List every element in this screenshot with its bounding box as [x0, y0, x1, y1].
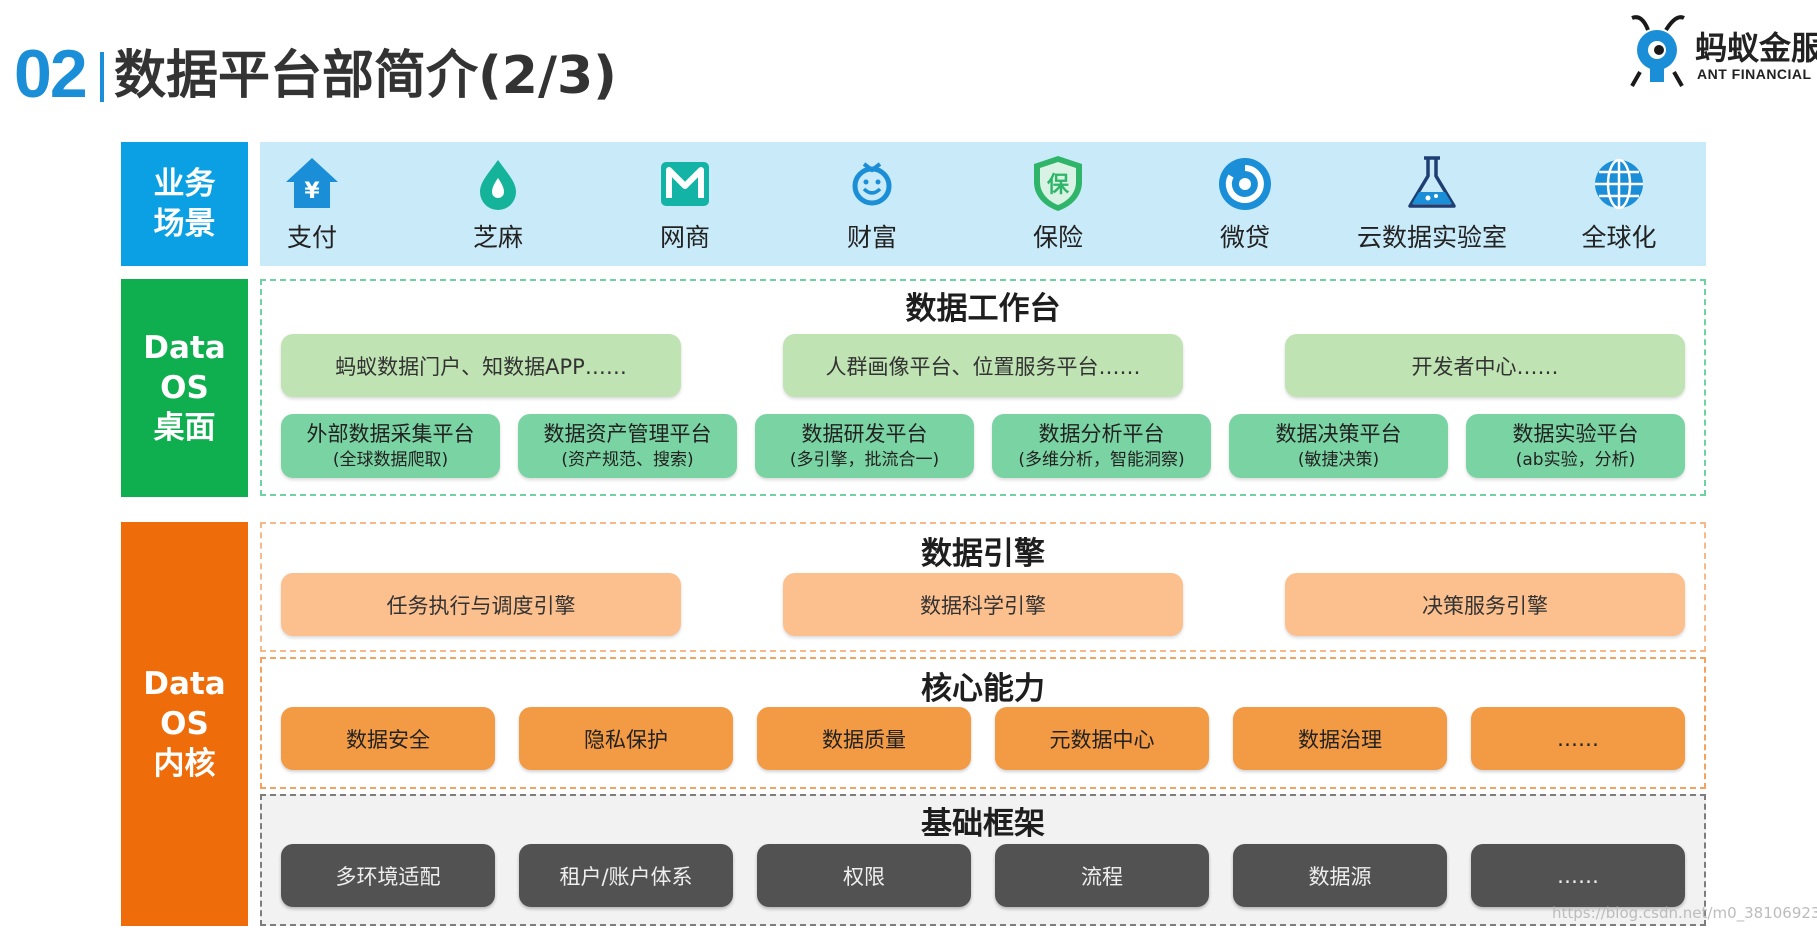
core-title: 核心能力: [921, 671, 1045, 707]
platform-name: 数据资产管理平台: [543, 422, 712, 446]
svg-text:保: 保: [1046, 173, 1070, 198]
platform-name: 数据分析平台: [1038, 422, 1165, 446]
category-desktop-line3: 桌面: [153, 410, 216, 447]
platform-name: 数据实验平台: [1512, 422, 1639, 446]
business-label: 支付: [286, 223, 337, 252]
platform-box: 数据决策平台 (敏捷决策): [1229, 414, 1448, 478]
flask-icon: [1408, 156, 1456, 208]
category-dataos-kernel: Data OS 内核: [121, 522, 248, 926]
infra-box: 数据源: [1233, 844, 1447, 907]
platform-sub: (多维分析，智能洞察): [1018, 450, 1185, 470]
business-label: 云数据实验室: [1356, 223, 1507, 252]
infra-box: 权限: [757, 844, 971, 907]
platform-box: 外部数据采集平台 (全球数据爬取): [281, 414, 500, 478]
platform-sub: (资产规范、搜索): [561, 450, 694, 470]
business-item-cloud-lab: 云数据实验室: [1347, 148, 1517, 260]
core-box: ……: [1471, 707, 1685, 770]
category-kernel-line1: Data: [143, 665, 226, 702]
svg-text:¥: ¥: [304, 179, 320, 204]
core-box: 数据安全: [281, 707, 495, 770]
desktop-top-box: 蚂蚁数据门户、知数据APP……: [281, 334, 681, 397]
platform-sub: (敏捷决策): [1297, 450, 1380, 470]
category-kernel-line2: OS: [160, 705, 209, 742]
engine-box: 数据科学引擎: [783, 573, 1183, 636]
infra-box: 流程: [995, 844, 1209, 907]
infra-frame: [260, 794, 1706, 926]
category-dataos-desktop: Data OS 桌面: [121, 279, 248, 497]
engine-frame: [260, 522, 1706, 652]
category-business: 业务 场景: [121, 142, 248, 266]
business-label: 芝麻: [472, 223, 523, 252]
desktop-title: 数据工作台: [905, 291, 1061, 327]
business-item-fortune: 财富: [787, 148, 957, 260]
business-item-microloan: 微贷: [1160, 148, 1330, 260]
business-label: 保险: [1032, 223, 1083, 252]
section-number: 02: [14, 36, 88, 112]
business-item-mybank: 网商: [600, 148, 770, 260]
platform-name: 数据决策平台: [1275, 422, 1402, 446]
core-box: 元数据中心: [995, 707, 1209, 770]
category-desktop-line1: Data: [143, 329, 226, 366]
platform-box: 数据资产管理平台 (资产规范、搜索): [518, 414, 737, 478]
business-label: 网商: [659, 223, 710, 252]
sesame-drop-icon: [480, 160, 516, 210]
platform-box: 数据分析平台 (多维分析，智能洞察): [992, 414, 1211, 478]
category-kernel-line3: 内核: [153, 746, 216, 783]
mybank-m-icon: [661, 162, 709, 206]
business-item-globalization: 全球化: [1534, 148, 1704, 260]
business-label: 微贷: [1219, 223, 1270, 252]
page-title: 数据平台部简介(2/3): [114, 46, 617, 106]
engine-box: 任务执行与调度引擎: [281, 573, 681, 636]
category-business-line1: 业务: [153, 165, 216, 202]
infra-box: 多环境适配: [281, 844, 495, 907]
engine-title: 数据引擎: [921, 536, 1045, 572]
smile-fortune-icon: [852, 162, 892, 206]
globe-icon: [1595, 158, 1643, 210]
house-yen-icon: ¥: [286, 158, 338, 208]
title-divider: [100, 52, 104, 102]
infra-title: 基础框架: [921, 806, 1045, 842]
platform-name: 外部数据采集平台: [306, 422, 475, 446]
core-frame: [260, 657, 1706, 789]
shield-insurance-icon: 保: [1034, 156, 1082, 211]
business-item-sesame: 芝麻: [413, 148, 583, 260]
desktop-top-box: 人群画像平台、位置服务平台……: [783, 334, 1183, 397]
infra-box: 租户/账户体系: [519, 844, 733, 907]
platform-sub: (全球数据爬取): [332, 450, 449, 470]
platform-box: 数据实验平台 (ab实验，分析): [1466, 414, 1685, 478]
logo-text-cn: 蚂蚁金服: [1695, 29, 1817, 67]
core-box: 隐私保护: [519, 707, 733, 770]
watermark: https://blog.csdn.net/m0_38106923: [1552, 904, 1817, 922]
engine-box: 决策服务引擎: [1285, 573, 1685, 636]
platform-sub: (ab实验，分析): [1515, 450, 1636, 470]
platform-sub: (多引擎，批流合一): [789, 450, 940, 470]
desktop-top-box: 开发者中心……: [1285, 334, 1685, 397]
core-box: 数据质量: [757, 707, 971, 770]
ant-financial-logo: 蚂蚁金服 ANT FINANCIAL: [1622, 10, 1817, 95]
ant-mascot-icon: [1630, 15, 1685, 87]
core-box: 数据治理: [1233, 707, 1447, 770]
loan-circle-icon: [1219, 158, 1271, 210]
platform-box: 数据研发平台 (多引擎，批流合一): [755, 414, 974, 478]
desktop-frame: [260, 279, 1706, 496]
business-label: 财富: [846, 223, 897, 252]
category-business-line2: 场景: [153, 206, 216, 242]
business-label: 全球化: [1581, 223, 1657, 252]
infra-box: ……: [1471, 844, 1685, 907]
category-desktop-line2: OS: [160, 369, 209, 406]
business-item-insurance: 保 保险: [973, 148, 1143, 260]
platform-name: 数据研发平台: [801, 422, 928, 446]
business-item-pay: ¥ 支付: [227, 148, 397, 260]
logo-text-en: ANT FINANCIAL: [1697, 66, 1812, 82]
